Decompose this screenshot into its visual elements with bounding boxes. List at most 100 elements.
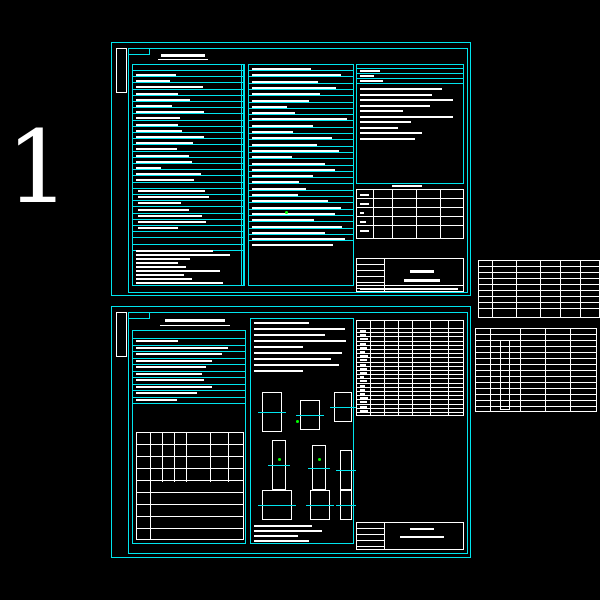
table-row-line — [475, 358, 597, 359]
table-row-line — [136, 480, 244, 481]
table-row-line — [132, 218, 244, 220]
text-line — [254, 540, 310, 542]
text-line — [136, 80, 171, 83]
table-row-line — [132, 163, 244, 164]
table-col — [520, 328, 521, 412]
table-row-line — [132, 370, 246, 372]
sheet-1-title-underline — [158, 59, 208, 60]
table-col — [540, 260, 541, 318]
table-row-line — [356, 399, 464, 401]
text-line — [136, 173, 202, 176]
marker-dot — [318, 458, 321, 461]
dimension-line — [330, 407, 356, 408]
table-row-line — [356, 225, 464, 226]
text-line — [252, 225, 342, 228]
table-row-line — [132, 144, 244, 146]
text-line — [360, 355, 368, 358]
drawing-name — [400, 536, 444, 538]
table-row-line — [478, 290, 600, 291]
table-row-line — [356, 374, 464, 376]
table-row-line — [136, 492, 244, 493]
text-line — [252, 105, 287, 108]
text-line — [252, 181, 299, 184]
table-row-line — [248, 145, 354, 147]
sheet-2-title-underline — [160, 325, 230, 326]
col-divider — [241, 64, 242, 286]
table-row-line — [475, 340, 597, 341]
table-row-line — [356, 332, 464, 334]
text-line — [360, 75, 375, 77]
text-line — [252, 74, 342, 77]
title-block-row — [356, 285, 464, 286]
text-line — [360, 137, 415, 140]
table-col — [392, 189, 393, 239]
grid-col — [210, 432, 211, 482]
text-line — [136, 98, 191, 101]
text-line — [136, 86, 203, 89]
text-line — [138, 196, 210, 199]
table-row-line — [475, 406, 597, 407]
table-col — [440, 189, 441, 239]
section-spec — [132, 330, 246, 544]
text-line — [360, 230, 370, 232]
drawing-name — [410, 270, 434, 273]
table-row-line — [132, 94, 244, 96]
table-row-line — [136, 444, 244, 445]
text-line — [360, 70, 381, 72]
text-line — [252, 156, 292, 159]
table-row-line — [475, 376, 597, 377]
sheet-number-label: 1 — [6, 109, 70, 226]
table-row-line — [248, 82, 354, 84]
text-line — [360, 342, 367, 345]
text-line — [252, 212, 336, 215]
title-block-row — [356, 528, 384, 529]
table-row-line — [136, 528, 244, 529]
table-row-line — [356, 207, 464, 208]
text-line — [252, 137, 333, 140]
dimension-line — [336, 470, 356, 471]
table-row-line — [356, 412, 464, 413]
text-line — [360, 121, 412, 123]
dimension-line — [268, 465, 290, 466]
table-row-line — [356, 361, 464, 363]
title-block-row — [356, 270, 384, 271]
schedule-col — [398, 320, 399, 416]
table-row-line — [478, 302, 600, 303]
table-row-line — [132, 377, 246, 378]
table-col — [373, 189, 374, 239]
table-row-line — [478, 272, 600, 273]
text-line — [360, 330, 367, 332]
text-line — [360, 132, 422, 134]
text-line — [360, 393, 365, 395]
table-row-line — [248, 189, 354, 191]
table-row-line — [248, 88, 354, 90]
dimension-line — [336, 505, 356, 506]
title-block-row — [356, 534, 384, 535]
table-row-line — [248, 183, 354, 185]
table-row-line — [132, 107, 244, 109]
table-row-line — [356, 378, 464, 380]
text-line — [360, 99, 453, 101]
table-row-line — [132, 70, 244, 71]
grid-col — [150, 432, 151, 540]
table-row-line — [132, 390, 246, 391]
text-line — [360, 221, 367, 223]
sheet-2-title — [165, 319, 225, 322]
text-line — [360, 388, 366, 391]
text-line — [252, 168, 335, 171]
table-row-line — [248, 101, 354, 103]
material-table — [356, 189, 464, 239]
table-row-line — [132, 88, 244, 90]
table-row-line — [132, 225, 244, 226]
table-row-line — [475, 346, 597, 347]
table-row-line — [132, 231, 244, 233]
text-line — [136, 142, 194, 145]
schedule-col — [430, 320, 431, 416]
sheet-1-title — [161, 54, 205, 57]
table-row-line — [248, 114, 354, 116]
table-row-line — [475, 388, 597, 389]
table-row-line — [248, 70, 354, 71]
table-row-line — [132, 364, 246, 365]
table-row-line — [356, 83, 464, 84]
